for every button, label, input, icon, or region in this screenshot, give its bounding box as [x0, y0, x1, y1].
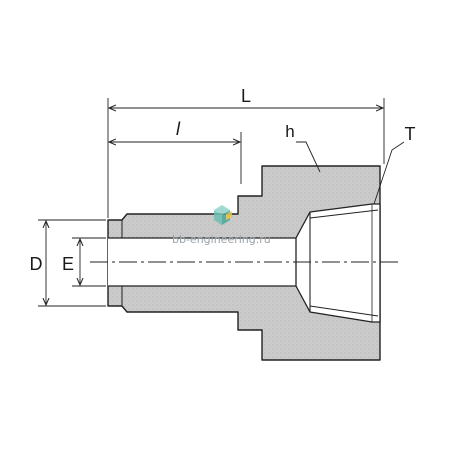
threaded-port: [295, 203, 381, 323]
label-E: E: [62, 254, 74, 274]
label-h: h: [285, 122, 294, 141]
leader-T: [373, 141, 405, 205]
label-l: l: [176, 119, 181, 139]
label-D: D: [30, 254, 43, 274]
thread-line-bottom: [309, 305, 379, 317]
watermark-text: bb-engineering.ru: [172, 233, 271, 246]
label-T: T: [405, 124, 416, 144]
leader-h: [296, 141, 321, 173]
label-L: L: [241, 86, 251, 106]
thread-line-top: [309, 209, 379, 219]
watermark-logo: [214, 205, 232, 225]
